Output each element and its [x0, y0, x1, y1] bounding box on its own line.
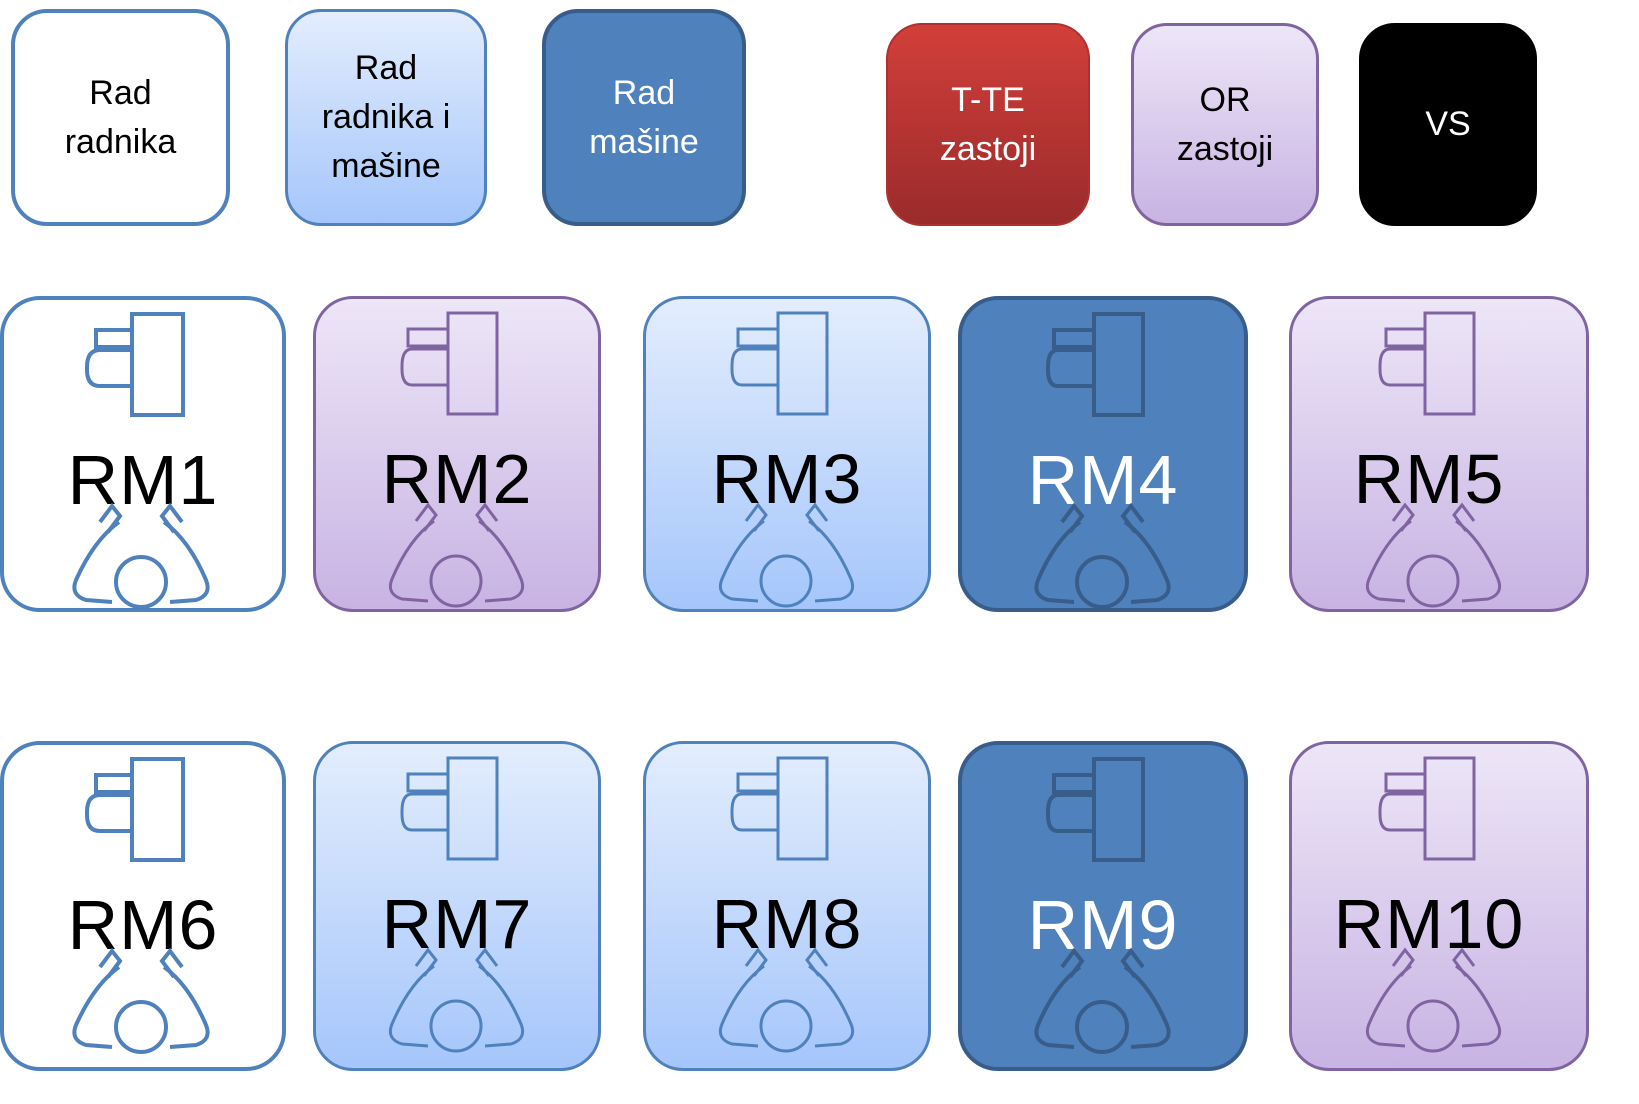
machine-icon	[1046, 757, 1145, 862]
legend-machine-work-label: Rad mašine	[589, 73, 699, 161]
machine-icon	[85, 757, 185, 862]
worker-icon	[718, 947, 855, 1053]
workstation-label: RM3	[711, 440, 863, 518]
workstation-rm1: RM1	[0, 296, 286, 612]
machine-icon	[400, 756, 499, 861]
worker-icon	[388, 947, 525, 1053]
workstation-rm9: RM9	[958, 741, 1248, 1071]
worker-icon	[72, 502, 210, 608]
machine-icon	[730, 756, 829, 861]
worker-icon	[1034, 502, 1171, 608]
legend-worker-and-machine-work-label: Rad radnika i mašine	[321, 49, 451, 185]
machine-icon	[85, 312, 185, 417]
legend-t-te-stoppages: T-TE zastoji	[886, 23, 1090, 226]
legend-vs-label: VS	[1425, 105, 1471, 143]
worker-icon	[718, 502, 855, 608]
workstation-label: RM4	[1027, 441, 1179, 519]
workstation-rm6: RM6	[0, 741, 286, 1071]
legend-worker-and-machine-work: Rad radnika i mašine	[285, 9, 487, 226]
legend-worker-work-label: Rad radnika	[64, 73, 177, 161]
machine-icon	[1046, 312, 1145, 417]
workstation-label: RM7	[381, 885, 533, 963]
workstation-label: RM1	[67, 441, 219, 519]
machine-icon	[400, 311, 499, 416]
machine-icon	[730, 311, 829, 416]
workstation-rm2: RM2	[313, 296, 601, 612]
worker-icon	[1034, 947, 1171, 1054]
workstation-label: RM10	[1333, 885, 1525, 963]
worker-icon	[72, 947, 210, 1054]
legend-machine-work: Rad mašine	[542, 9, 746, 226]
workstation-rm5: RM5	[1289, 296, 1589, 612]
workstation-label: RM9	[1027, 886, 1179, 964]
workstation-label: RM6	[67, 886, 219, 964]
legend-or-stoppages-label: OR zastoji	[1176, 80, 1274, 168]
workstation-rm8: RM8	[643, 741, 931, 1071]
machine-icon	[1378, 311, 1476, 416]
legend-worker-work: Rad radnika	[11, 9, 230, 226]
worker-icon	[1365, 502, 1502, 608]
legend-vs: VS	[1359, 23, 1537, 226]
workstation-label: RM5	[1353, 440, 1505, 518]
machine-icon	[1378, 756, 1476, 861]
workstation-label: RM8	[711, 885, 863, 963]
worker-icon	[1365, 947, 1502, 1053]
workstation-rm10: RM10	[1289, 741, 1589, 1071]
worker-icon	[388, 502, 525, 608]
legend-t-te-stoppages-label: T-TE zastoji	[939, 80, 1037, 168]
workstation-rm3: RM3	[643, 296, 931, 612]
workstation-label: RM2	[381, 440, 533, 518]
workstation-rm7: RM7	[313, 741, 601, 1071]
workstation-rm4: RM4	[958, 296, 1248, 612]
legend-or-stoppages: OR zastoji	[1131, 23, 1319, 226]
